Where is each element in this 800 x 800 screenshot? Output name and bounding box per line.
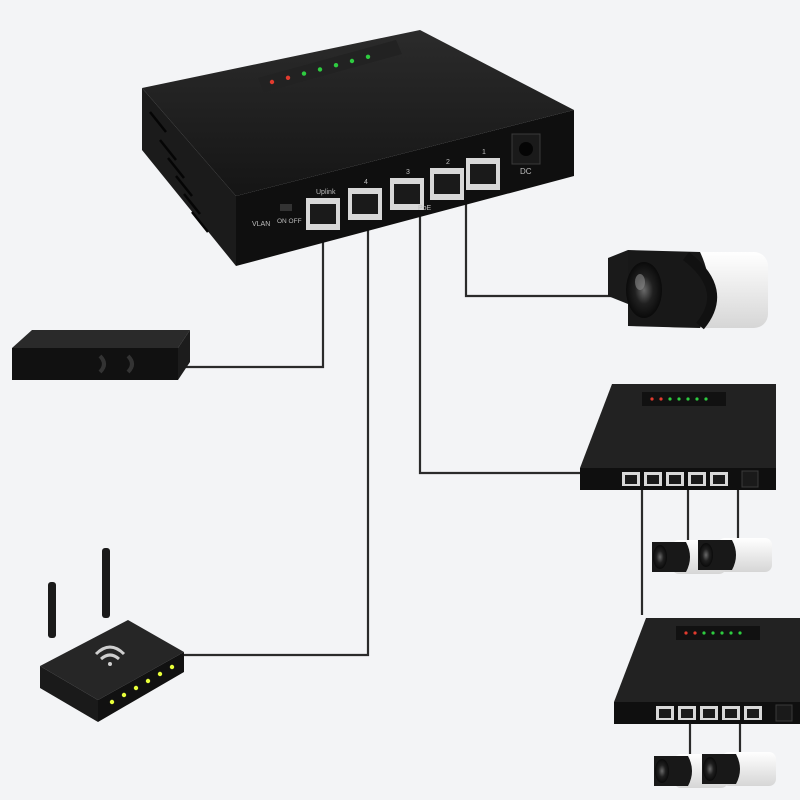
dc-label: DC	[520, 167, 532, 176]
mini-switch-port-socket	[659, 709, 671, 718]
nvr-front-pattern	[98, 354, 134, 374]
nvr-side	[178, 330, 190, 380]
port-label-1: Uplink	[316, 189, 336, 196]
mini-switch-led	[729, 631, 733, 635]
led-6	[349, 58, 355, 64]
led-7	[365, 54, 371, 59]
poe-label: PoE	[418, 205, 432, 212]
switch-vents	[149, 111, 209, 233]
mini-switch-led	[738, 631, 742, 635]
mini-poe-switch-upper	[580, 384, 776, 490]
mini-switch-dc-jack[interactable]	[741, 470, 759, 488]
router-top	[40, 620, 184, 700]
mini-switch-led	[686, 397, 690, 401]
small-camera-lens	[653, 545, 667, 569]
router-led-indicators	[109, 664, 175, 705]
port-label-5: 1	[482, 149, 486, 156]
mini-switch-dc-jack[interactable]	[775, 704, 793, 722]
nvr-device	[12, 330, 190, 380]
rj45-port-socket	[394, 184, 420, 204]
rj45-port-socket	[470, 164, 496, 184]
main-poe-switch: VLAN ON OFF Uplink 4 3 2 1 PoE DC	[142, 30, 574, 266]
mini-switch-led	[659, 397, 663, 401]
mini-switch-port-socket	[725, 709, 737, 718]
camera-lens	[626, 262, 662, 318]
router-led	[133, 685, 139, 691]
small-camera-lens	[655, 759, 669, 783]
switch-left-side	[142, 88, 236, 266]
mini-switch-led	[695, 397, 699, 401]
port-label-4: 2	[446, 159, 450, 166]
port-number-labels: Uplink 4 3 2 1	[316, 149, 486, 196]
mini-switch-led	[693, 631, 697, 635]
router-antenna-left	[48, 582, 56, 638]
vlan-label: VLAN	[252, 221, 270, 228]
led-1	[269, 79, 275, 85]
led-2	[285, 75, 291, 81]
vlan-switch-label: ON OFF	[277, 218, 302, 225]
router-led	[121, 692, 127, 698]
router-led	[145, 678, 151, 684]
led-indicators	[269, 54, 371, 85]
router-left	[40, 666, 98, 722]
mini-switch-port-socket	[691, 475, 703, 484]
mini-switch-led	[704, 397, 708, 401]
led-4	[317, 67, 323, 72]
router-led	[109, 699, 115, 705]
mini-switch-led	[650, 397, 654, 401]
bullet-camera-large	[608, 250, 768, 330]
mini-switch-top	[580, 384, 776, 468]
switch-top-face	[142, 30, 574, 196]
dc-jack-hole	[519, 142, 533, 156]
rj45-ports	[306, 158, 500, 230]
mini-switch-port-socket	[703, 709, 715, 718]
cable-port4-router	[180, 225, 370, 657]
rj45-port-socket	[434, 174, 460, 194]
nvr-top	[12, 330, 190, 348]
mini-switch-port-socket	[747, 709, 759, 718]
camera-bracket	[608, 250, 628, 304]
led-panel	[258, 40, 402, 92]
mini-switch-port-socket	[713, 475, 725, 484]
mini-switch-led	[677, 397, 681, 401]
mini-poe-switch-lower	[614, 618, 800, 724]
router-led	[169, 664, 175, 670]
port-label-3: 3	[406, 169, 410, 176]
wifi-router	[40, 548, 184, 722]
rj45-port-socket	[310, 204, 336, 224]
port-label-2: 4	[364, 179, 368, 186]
mini-switch-led	[684, 631, 688, 635]
mini-switch-led-panel	[676, 626, 760, 640]
mini-switch-port-socket	[647, 475, 659, 484]
mini-switch-port-socket	[681, 709, 693, 718]
mini-switch-port-socket	[625, 475, 637, 484]
cable-port1-camera	[464, 198, 612, 298]
cable-poe-mini-switch	[418, 212, 582, 475]
small-bullet-camera	[702, 752, 776, 786]
vlan-toggle[interactable]	[280, 204, 292, 211]
mini-switch-led	[720, 631, 724, 635]
camera-lens-glare	[635, 274, 645, 290]
mini-switch-led	[702, 631, 706, 635]
router-antenna-right	[102, 548, 110, 618]
mini-switch-led-panel	[642, 392, 726, 406]
led-5	[333, 62, 339, 68]
mini-switch-led	[711, 631, 715, 635]
wifi-icon	[94, 645, 126, 666]
router-led	[157, 671, 163, 677]
mini-switch-led	[668, 397, 672, 401]
camera-stripe	[682, 252, 718, 330]
small-bullet-camera	[698, 538, 772, 572]
small-camera-lens	[703, 757, 717, 781]
mini-switch-port-socket	[669, 475, 681, 484]
router-front	[98, 652, 184, 722]
small-bullet-cameras	[652, 538, 776, 788]
cable-uplink-nvr	[186, 230, 325, 369]
nvr-front	[12, 348, 178, 380]
rj45-port-socket	[352, 194, 378, 214]
small-camera-lens	[699, 543, 713, 567]
led-3	[301, 71, 307, 76]
